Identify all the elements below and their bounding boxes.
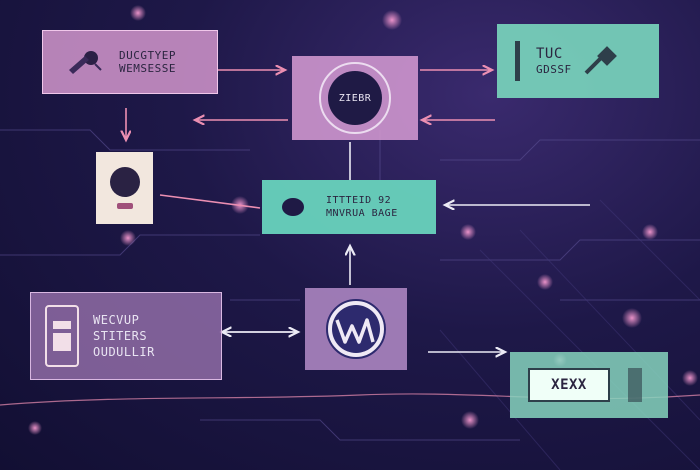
arrow-mid-left [159, 194, 261, 209]
plug-icon [584, 46, 617, 75]
node-bottom-left-line3: OUDULLIR [93, 345, 155, 359]
node-bottom-right[interactable]: XEXX [510, 352, 668, 418]
globe-icon [109, 167, 140, 197]
badge-tab [628, 368, 642, 402]
phone-icon [45, 305, 79, 367]
badge-icon: XEXX [528, 368, 610, 402]
pen-icon [69, 51, 102, 74]
wordpress-logo [326, 299, 386, 359]
node-top-right-line1: TUC [536, 46, 563, 62]
ring-badge-icon: ZIEBR [319, 62, 391, 134]
node-bottom-left-line2: STITERS [93, 329, 148, 343]
node-top-right[interactable]: TUC GDSSF [497, 24, 659, 98]
divider-bar [515, 41, 520, 81]
node-top-left-line2: WEMSESSE [119, 62, 176, 75]
node-top-left[interactable]: DUCGTYEP WEMSESSE [42, 30, 218, 94]
camera-icon [282, 198, 304, 216]
node-center-top[interactable]: ZIEBR [292, 56, 418, 140]
node-top-left-line1: DUCGTYEP [119, 49, 176, 62]
node-bottom-center[interactable] [305, 288, 407, 370]
node-bottom-left-line1: WECVUP [93, 313, 140, 327]
node-left-small[interactable] [96, 152, 153, 224]
node-bottom-right-label: XEXX [551, 376, 587, 393]
globe-base [116, 203, 133, 209]
node-center-top-label: ZIEBR [338, 92, 372, 104]
node-center-mid-line2: MNVRUA BAGE [326, 208, 398, 219]
node-top-right-line2: GDSSF [536, 63, 572, 76]
node-bottom-left[interactable]: WECVUP STITERS OUDULLIR [30, 292, 222, 380]
glow-dots [28, 5, 698, 435]
node-center-mid-line1: ITTTEID 92 [326, 195, 392, 206]
node-center-mid[interactable]: ITTTEID 92 MNVRUA BAGE [262, 180, 436, 234]
